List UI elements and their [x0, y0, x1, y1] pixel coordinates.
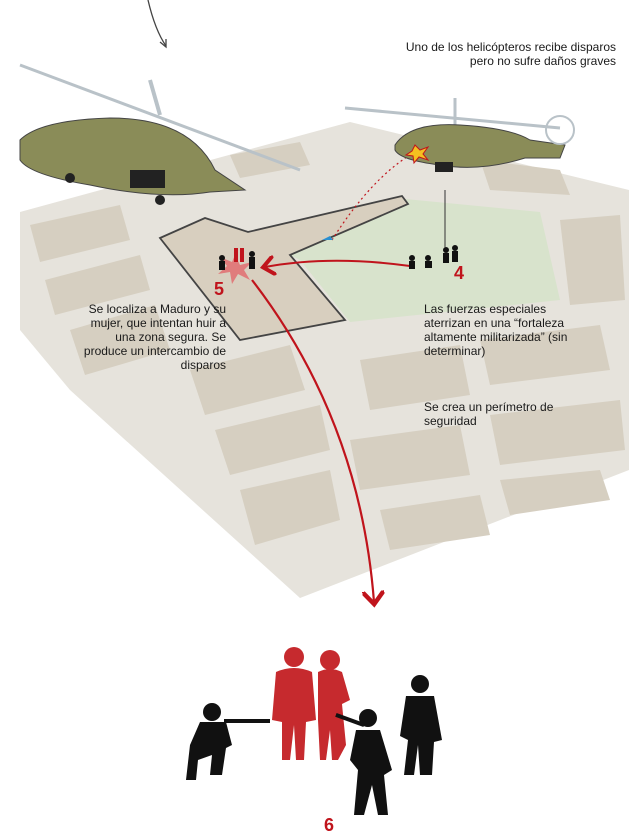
vehicle-icon [322, 236, 333, 240]
helicopter-right [344, 98, 575, 172]
map [20, 122, 629, 598]
pointer-arrow [147, 0, 167, 47]
explosion-icon [218, 255, 252, 284]
soldier-group [219, 245, 458, 270]
annotation-maduro-located: Se localiza a Maduro y su mujer, que int… [83, 302, 226, 372]
step-number-5: 5 [214, 279, 225, 299]
arrow-4-to-5 [265, 261, 411, 267]
step-number-4: 4 [454, 263, 465, 283]
impact-flash-icon [404, 144, 430, 165]
capture-scene [186, 647, 442, 815]
arrow-5-to-6 [251, 279, 374, 602]
annotation-forces-land: Las fuerzas especiales aterrizan en una … [424, 302, 568, 358]
maduro-and-wife-silhouettes [272, 647, 350, 760]
gunfire-trail [331, 154, 411, 241]
annotation-perimeter: Se crea un perímetro de seguridad [424, 400, 554, 428]
soldier-silhouettes [186, 675, 442, 815]
annotation-helicopter-hit: Uno de los helicópteros recibe disparos … [405, 40, 616, 68]
helicopter-left [19, 63, 301, 205]
step-number-6: 6 [324, 815, 335, 835]
target-compound [158, 194, 410, 341]
